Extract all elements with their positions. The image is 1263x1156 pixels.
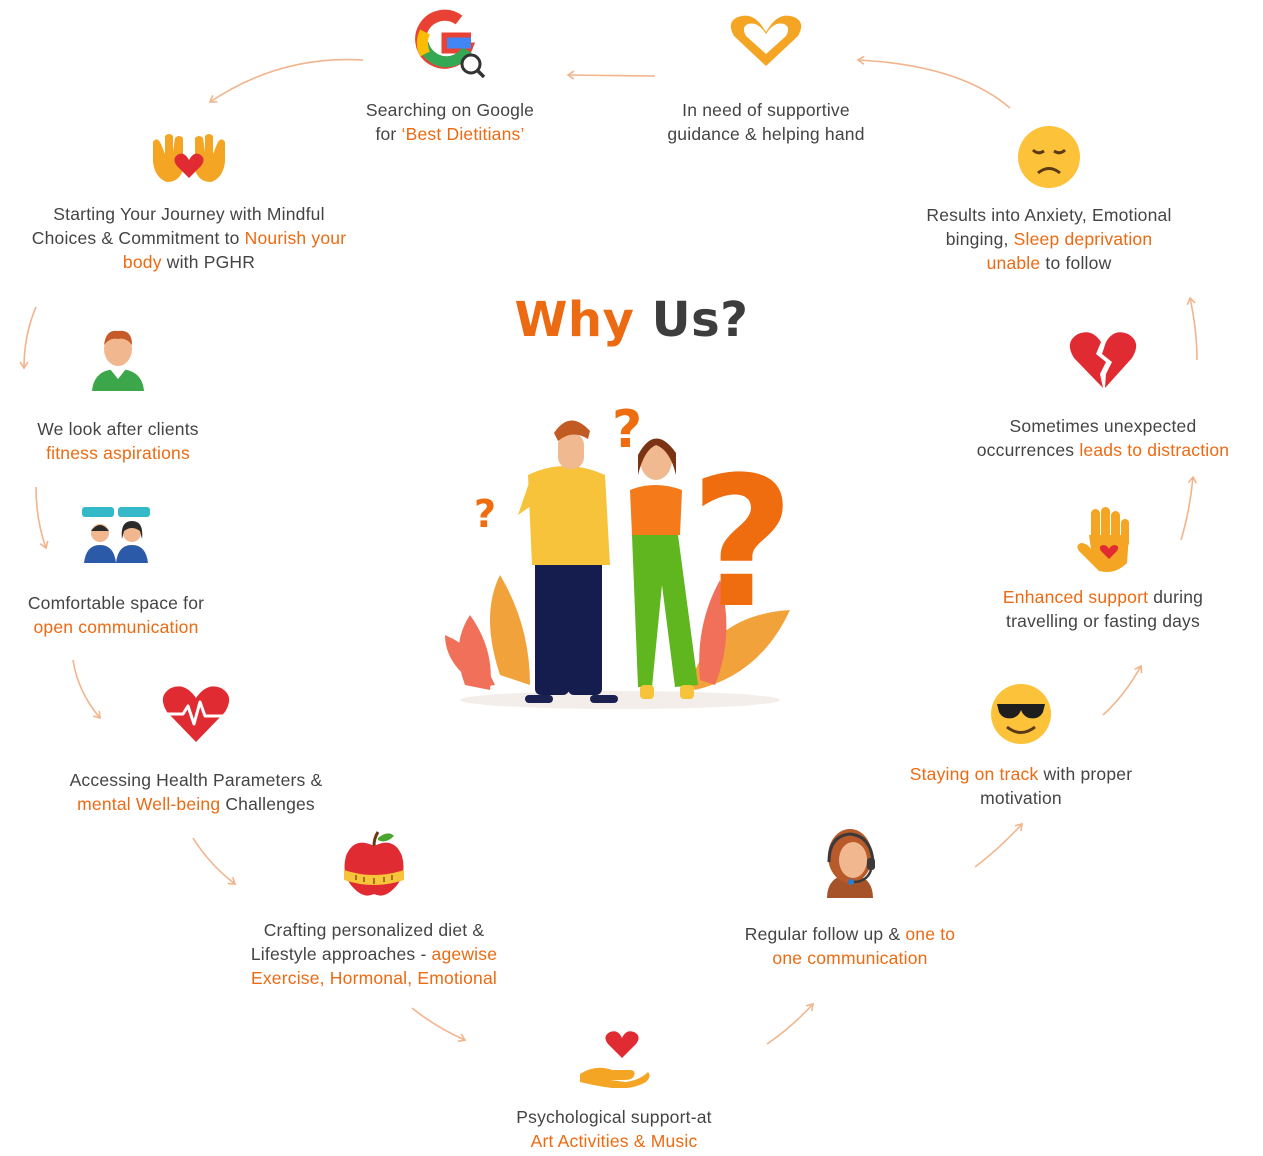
- arrow-psych-to-followup: [766, 1002, 814, 1045]
- node-clients-fitness: We look after clients fitness aspiration…: [0, 327, 236, 465]
- arrow-support-to-google: [566, 70, 656, 80]
- arrow-anxiety-to-support: [856, 55, 1011, 109]
- thinking-couple-illustration: ? ? ?: [445, 400, 794, 709]
- broken-heart-icon: [1069, 332, 1137, 388]
- arrow-followup-to-staying: [974, 822, 1023, 868]
- node-health-parameters: Accessing Health Parameters & mental Wel…: [40, 684, 352, 816]
- node-distraction: Sometimes unexpected occurrences leads t…: [950, 330, 1256, 462]
- hand-heart-icon: [1077, 507, 1129, 572]
- arrow-google-to-journey: [208, 58, 364, 103]
- node-crafting-diet: Crafting personalized diet & Lifestyle a…: [214, 830, 534, 990]
- arrow-health-to-crafting: [192, 837, 237, 885]
- woman-figure: [630, 438, 698, 699]
- headset-agent-icon: [827, 829, 875, 898]
- svg-text:?: ?: [690, 439, 794, 648]
- hand-receiving-heart-icon: [580, 1031, 650, 1088]
- right-leaves: [690, 580, 790, 690]
- node-starting-journey: Starting Your Journey with Mindful Choic…: [0, 132, 378, 274]
- arrow-staying-to-enhanced: [1102, 664, 1143, 716]
- node-enhanced-support: Enhanced support during travelling or fa…: [955, 505, 1251, 633]
- apple-measure-icon: [344, 831, 404, 896]
- page-title: Why Us?: [514, 292, 749, 348]
- heart-pulse-icon: [162, 686, 230, 742]
- google-search-icon: [415, 9, 486, 78]
- arrow-comfort-to-health: [72, 659, 101, 720]
- svg-text:?: ?: [612, 400, 642, 460]
- people-chat-icon: [82, 507, 150, 563]
- person-avatar-icon: [92, 330, 144, 391]
- node-psychological-support: Psychological support-at Art Activities …: [464, 1024, 764, 1153]
- sunglasses-face-icon: [991, 684, 1051, 744]
- node-staying-on-track: Staying on track with proper motivation: [871, 682, 1171, 810]
- heart-hands-open-icon: [153, 134, 225, 182]
- node-regular-follow-up: Regular follow up & one to one communica…: [700, 826, 1000, 970]
- node-anxiety: Results into Anxiety, Emotional binging,…: [898, 124, 1200, 275]
- node-comfortable-space: Comfortable space for open communication: [0, 505, 232, 639]
- arrow-journey-to-clients: [19, 306, 37, 370]
- sad-face-icon: [1018, 126, 1080, 188]
- node-google-search: Searching on Google for ‘Best Dietitians…: [300, 8, 600, 146]
- arrow-crafting-to-psych: [411, 1007, 467, 1043]
- left-leaves: [445, 575, 530, 690]
- svg-text:?: ?: [474, 492, 496, 536]
- heart-hands-icon: [730, 15, 802, 66]
- arrow-clients-to-comfort: [35, 486, 49, 550]
- arrow-distraction-to-anxiety: [1186, 296, 1198, 361]
- arrow-enhanced-to-distraction: [1180, 475, 1198, 541]
- man-figure: [518, 420, 618, 703]
- node-supportive-guidance: In need of supportive guidance & helping…: [616, 12, 916, 146]
